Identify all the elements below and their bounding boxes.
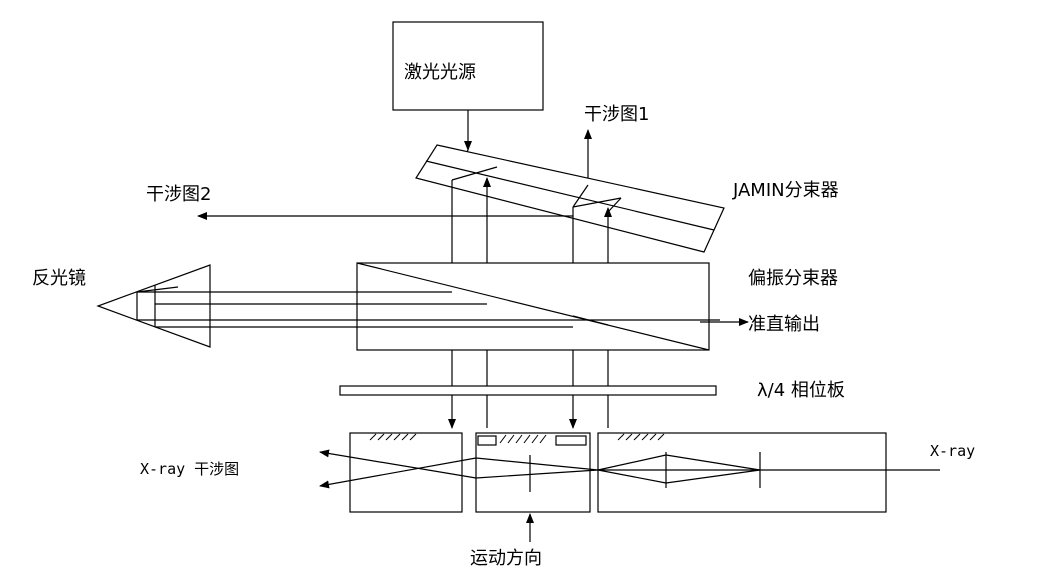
laser-source-label: 激光光源 xyxy=(404,62,476,83)
polarizing-splitter-label: 偏振分束器 xyxy=(748,268,838,289)
interferogram-2-label: 干涉图2 xyxy=(146,184,211,205)
jamin-label: JAMIN分束器 xyxy=(732,180,839,201)
xray-input-label: X-ray xyxy=(930,442,975,460)
polarizing-beam-splitter xyxy=(356,262,710,351)
xray-beams xyxy=(319,449,940,489)
laser-source: 激光光源 xyxy=(392,21,544,111)
motion-direction-label: 运动方向 xyxy=(470,548,542,569)
moving-block xyxy=(475,432,591,513)
horizontal-beams xyxy=(137,291,749,328)
reflector xyxy=(96,264,211,348)
xray-interferogram-label: X-ray 干涉图 xyxy=(140,460,239,478)
quarter-wave-plate-label: λ/4 相位板 xyxy=(757,380,845,401)
reflector-label: 反光镜 xyxy=(32,268,86,289)
jamin-beam-splitter xyxy=(415,144,725,253)
interferogram-1-label: 干涉图1 xyxy=(584,104,649,125)
quarter-wave-plate xyxy=(339,385,717,396)
collimated-output-label: 准直输出 xyxy=(748,314,820,335)
